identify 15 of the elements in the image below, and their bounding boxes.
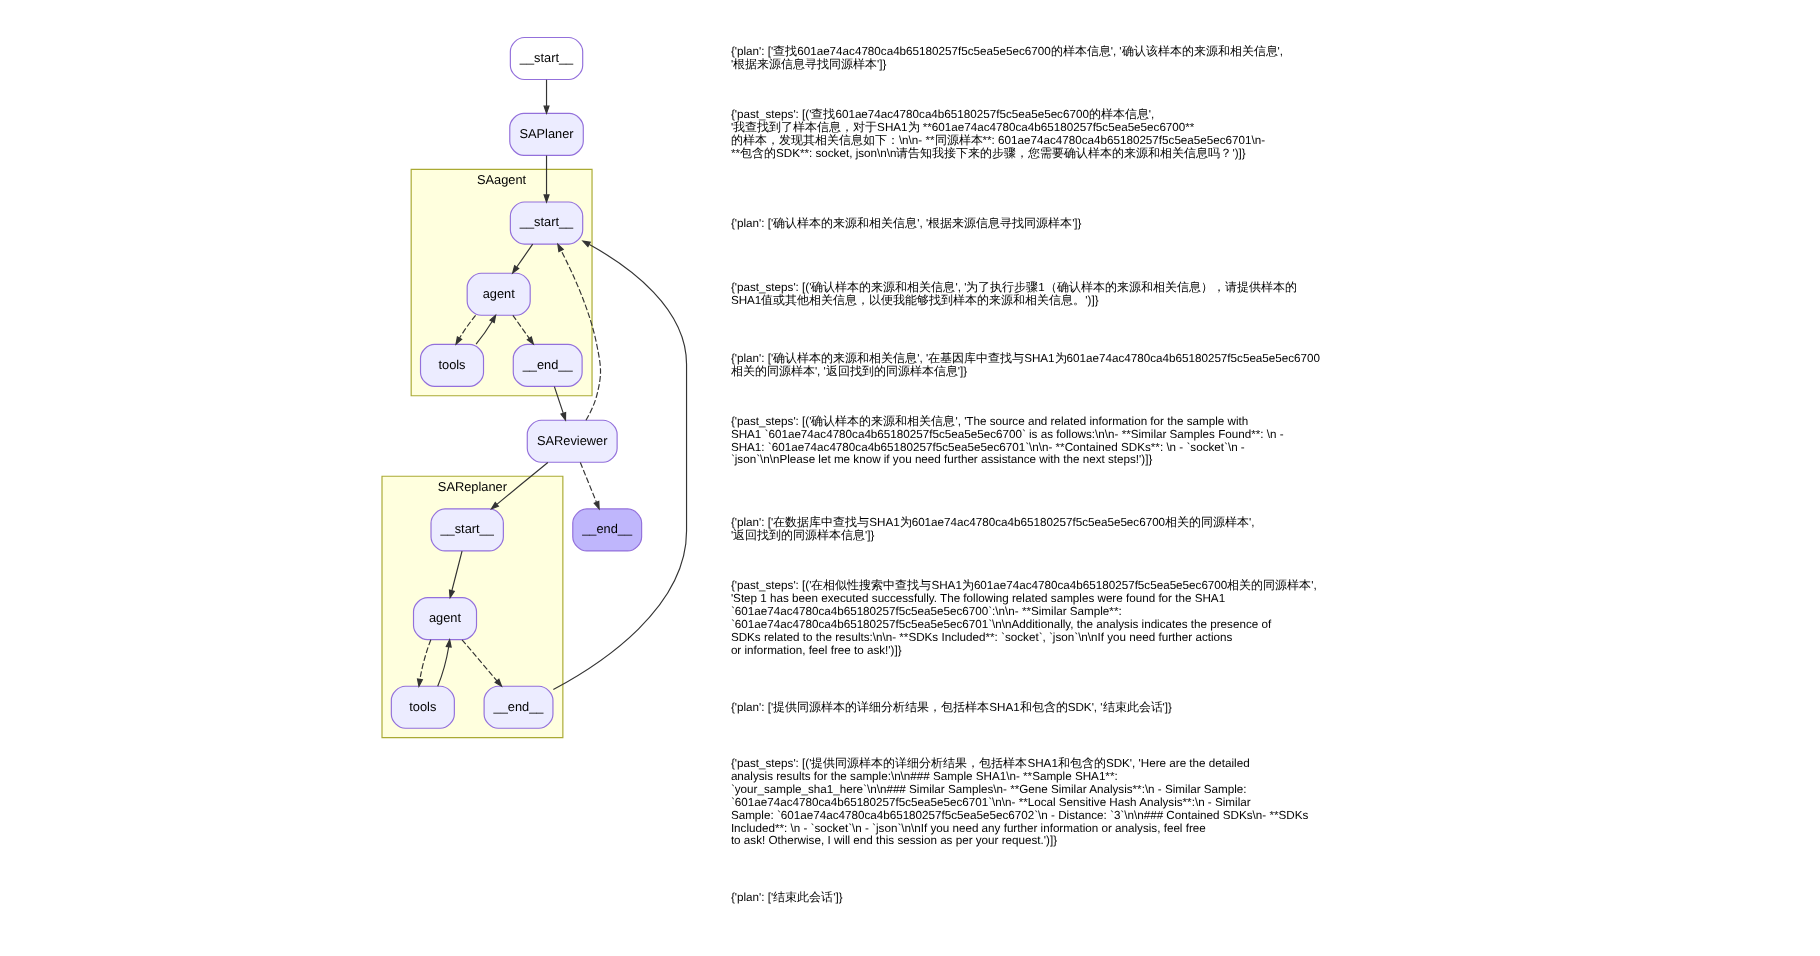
arrow <box>437 638 452 687</box>
arrow <box>553 386 567 422</box>
arrow <box>490 461 549 510</box>
arrow <box>512 314 535 346</box>
arrow <box>416 639 432 688</box>
arrow <box>511 243 534 275</box>
arrow <box>455 314 477 346</box>
arrow <box>543 154 550 204</box>
arrow <box>475 313 497 345</box>
arrow <box>557 242 602 421</box>
arrow <box>579 461 600 511</box>
arrow <box>552 240 688 691</box>
arrow <box>461 639 503 688</box>
arrow <box>448 550 463 600</box>
arrow <box>543 79 550 115</box>
